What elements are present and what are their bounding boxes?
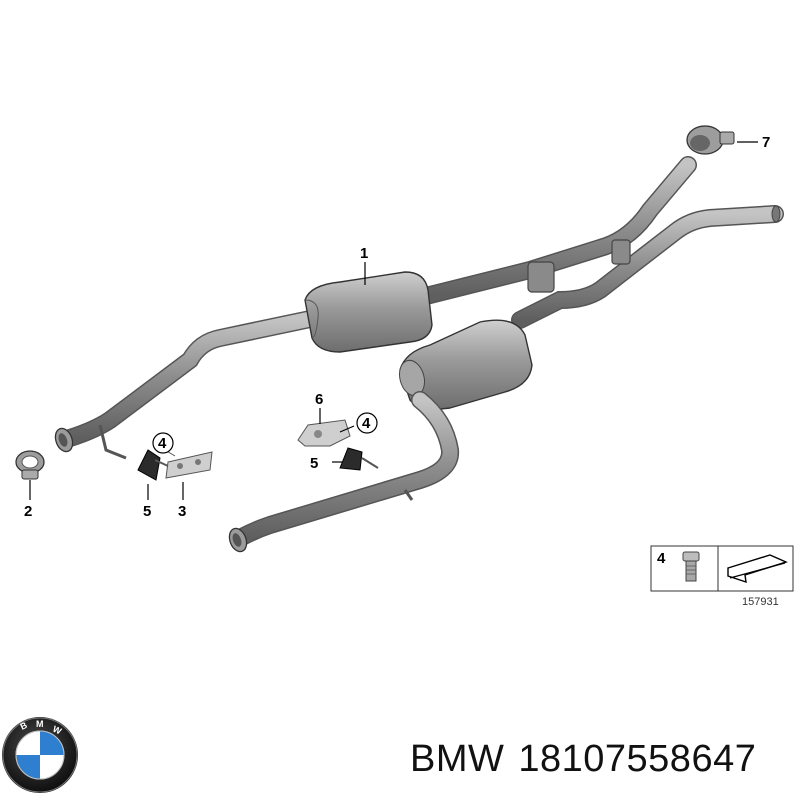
- bolt-icon: [682, 551, 700, 582]
- callout-1: 1: [360, 245, 368, 262]
- exhaust-pipe-right-branch: [511, 205, 784, 329]
- center-muffler: [304, 271, 433, 353]
- direction-arrow-icon: [727, 554, 788, 584]
- part-number: 18107558647: [518, 738, 757, 780]
- bmw-logo: B M W: [2, 717, 78, 793]
- svg-text:4: 4: [362, 415, 371, 432]
- callout-7: 7: [762, 134, 770, 151]
- hanger-group-right: [297, 408, 379, 471]
- exhaust-pipe-lower-tail: [228, 391, 460, 553]
- exhaust-pipe-left-front: [54, 309, 324, 460]
- diagram-id: 157931: [742, 596, 779, 608]
- svg-text:M: M: [36, 719, 44, 729]
- svg-text:B: B: [19, 720, 30, 732]
- clamp-7: [686, 125, 758, 155]
- callout-2: 2: [24, 503, 32, 520]
- callout-4-right: 4: [356, 412, 378, 434]
- callout-6: 6: [315, 391, 323, 408]
- crossover-pipe: [527, 239, 631, 293]
- callout-3: 3: [178, 503, 186, 520]
- callout-5-right: 5: [310, 455, 318, 472]
- bolt-legend-box: 4: [650, 545, 794, 592]
- brand-part-label: BMW 18107558647: [410, 738, 770, 781]
- legend-number: 4: [657, 550, 666, 567]
- callout-4-left: 4: [152, 432, 174, 454]
- exhaust-pipe-upper-branch: [421, 156, 697, 304]
- brand-name: BMW: [410, 738, 505, 780]
- rear-muffler: [399, 319, 533, 410]
- hanger-group-left: [137, 449, 213, 500]
- callout-5-left: 5: [143, 503, 151, 520]
- svg-text:4: 4: [158, 435, 167, 452]
- clamp-2: [15, 450, 45, 500]
